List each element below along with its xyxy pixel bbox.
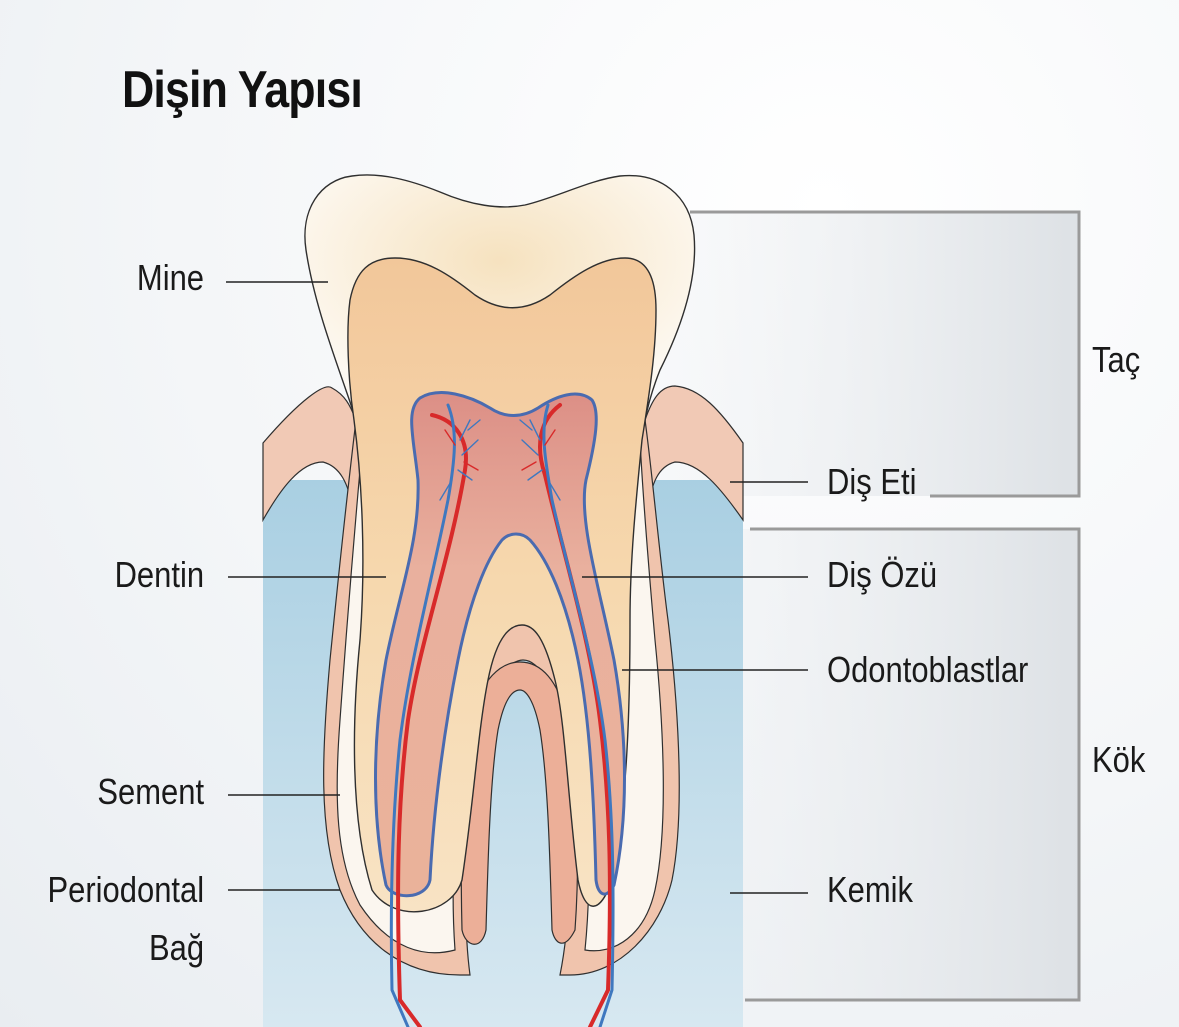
label-tac: Taç bbox=[1092, 339, 1141, 380]
blood-vessels bbox=[389, 403, 615, 1027]
artery-left bbox=[396, 413, 468, 1027]
label-dis-ozu: Diş Özü bbox=[827, 554, 938, 595]
label-kemik: Kemik bbox=[827, 869, 914, 910]
label-kok: Kök bbox=[1092, 739, 1146, 780]
crown-bracket bbox=[690, 210, 1081, 498]
pulp bbox=[374, 391, 626, 898]
label-sement: Sement bbox=[97, 771, 204, 812]
label-bag: Bağ bbox=[148, 927, 204, 968]
brackets bbox=[690, 210, 1081, 1002]
vein-right bbox=[542, 403, 615, 1027]
leader-lines bbox=[226, 281, 808, 894]
vein-left bbox=[389, 403, 456, 1027]
label-mine: Mine bbox=[136, 257, 204, 298]
label-dentin: Dentin bbox=[114, 554, 204, 595]
diagram-title: Dişin Yapısı bbox=[122, 61, 363, 119]
root-bracket bbox=[745, 527, 1081, 1002]
label-odontoblastlar: Odontoblastlar bbox=[827, 649, 1029, 690]
label-periodontal: Periodontal bbox=[47, 869, 204, 910]
label-dis-eti: Diş Eti bbox=[827, 461, 917, 502]
